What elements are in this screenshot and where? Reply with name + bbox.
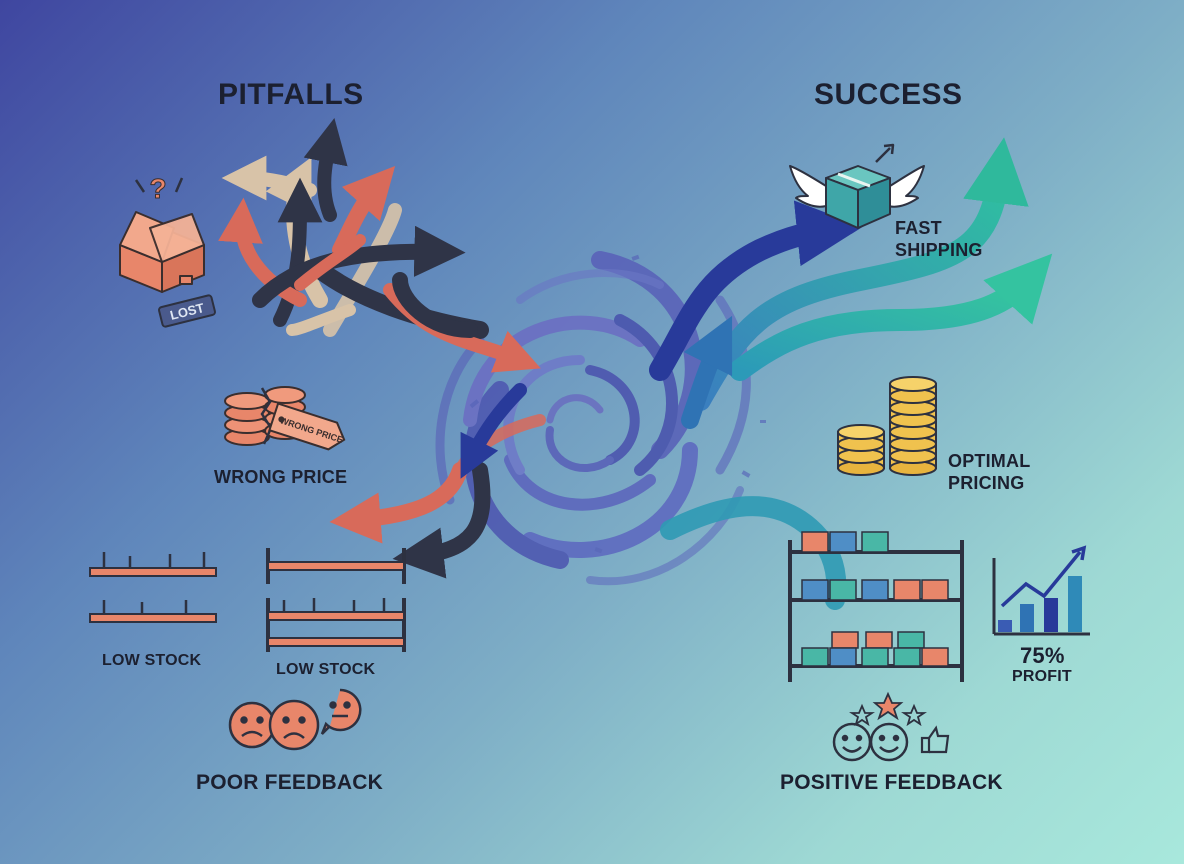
- pitfall-arrows: [218, 118, 546, 579]
- coin-stacks-icon: [837, 376, 937, 476]
- success-arrows: [649, 137, 1053, 610]
- wrong-price-label: WRONG PRICE: [214, 467, 348, 487]
- positive-feedback-label: POSITIVE FEEDBACK: [780, 771, 1003, 794]
- fast-shipping-label: FAST SHIPPING: [895, 218, 983, 261]
- fast-shipping-line1: FAST: [895, 218, 942, 238]
- lost-box-icon: ?: [119, 173, 205, 293]
- fast-shipping-line2: SHIPPING: [895, 239, 983, 260]
- stars-icon: [849, 691, 927, 727]
- profit-chart-icon: [992, 545, 1090, 636]
- poor-feedback-label: POOR FEEDBACK: [196, 771, 383, 794]
- optimal-pricing-label: OPTIMAL PRICING: [948, 451, 1030, 494]
- low-stock-label-2: LOW STOCK: [276, 661, 376, 678]
- success-title: SUCCESS: [814, 78, 963, 111]
- happy-faces-icon: [832, 722, 909, 762]
- profit-label: PROFIT: [1012, 668, 1072, 685]
- optimal-pricing-line2: PRICING: [948, 472, 1025, 493]
- low-stock-label-1: LOW STOCK: [102, 652, 202, 669]
- price-tag-icon: WRONG PRICE: [268, 402, 346, 451]
- lost-tag: LOST: [158, 294, 216, 328]
- pitfalls-title: PITFALLS: [218, 78, 364, 111]
- optimal-pricing-line1: OPTIMAL: [948, 451, 1031, 471]
- winged-box-icon: [789, 143, 925, 229]
- sad-faces-icon: [228, 688, 362, 751]
- thumbs-up-icon: [920, 725, 950, 754]
- low-stock-shelf-2-icon: [266, 548, 406, 652]
- profit-value: 75%: [1020, 643, 1065, 668]
- low-stock-shelf-1-icon: [89, 552, 217, 623]
- svg-text:?: ?: [149, 173, 166, 204]
- stocked-shelf-icon: [788, 531, 964, 682]
